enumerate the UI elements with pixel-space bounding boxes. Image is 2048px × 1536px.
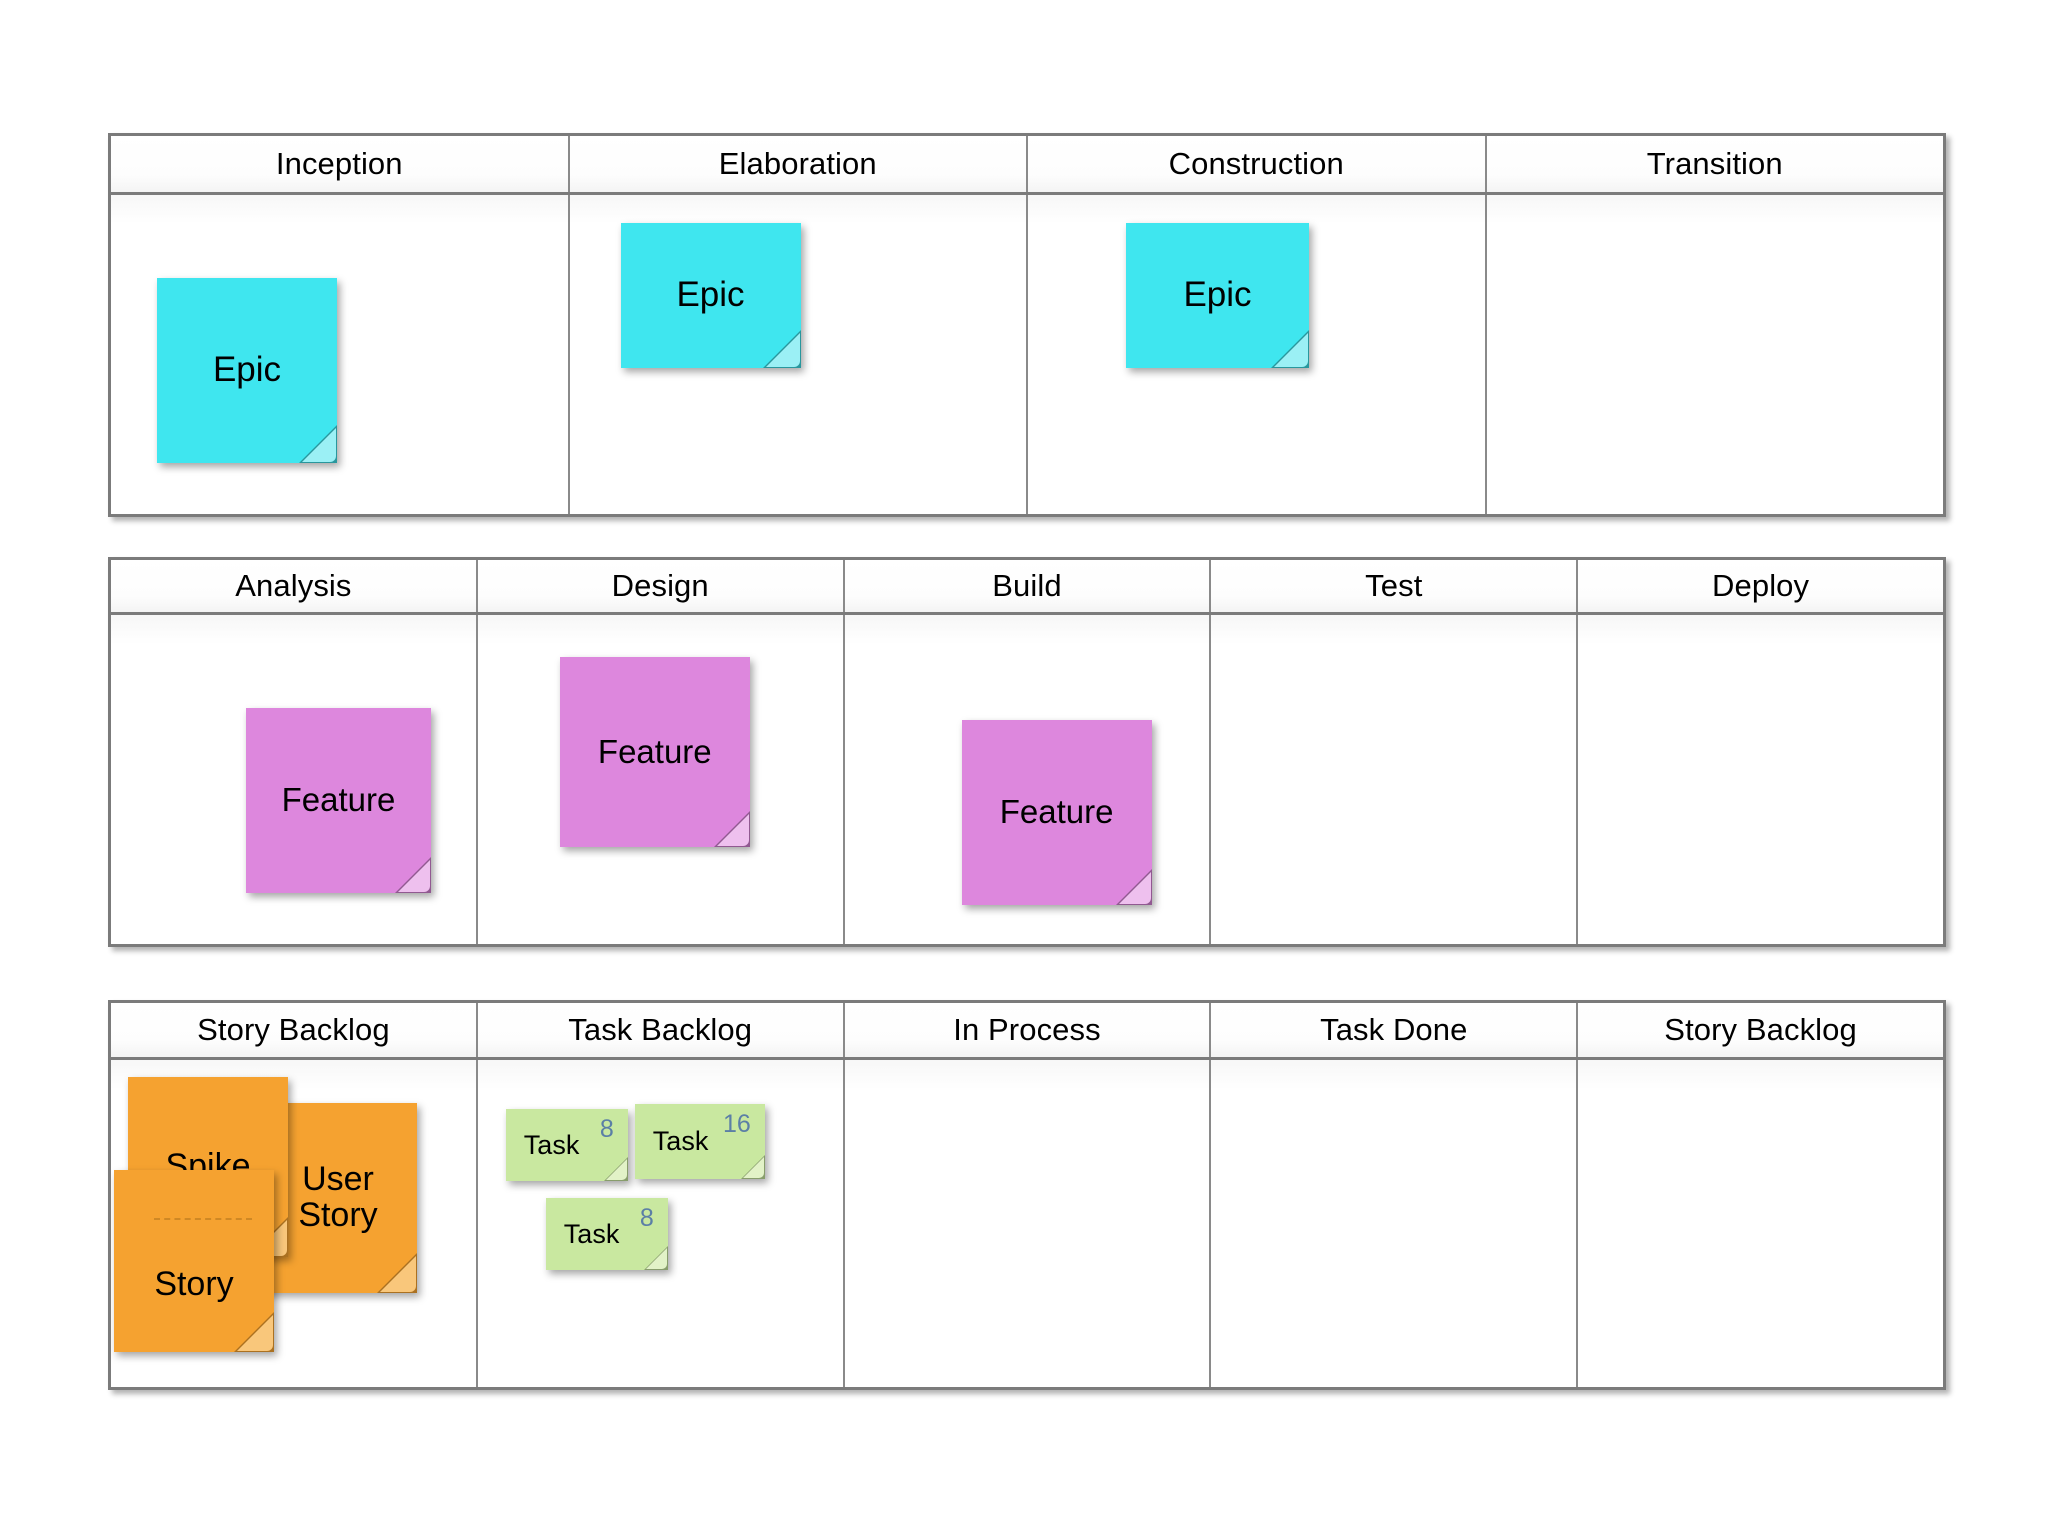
note-tear-line — [154, 1218, 252, 1220]
sticky-note-label: User Story — [298, 1160, 378, 1234]
sticky-note-label: Feature — [999, 793, 1114, 831]
sticky-note-label: Task — [652, 1126, 709, 1157]
column-body-deploy[interactable] — [1578, 615, 1943, 944]
column-body-build[interactable]: Feature — [844, 615, 1212, 944]
sticky-note-epic[interactable]: Epic — [157, 278, 337, 463]
column-header-story-backlog[interactable]: Story Backlog — [111, 1003, 478, 1057]
column-body-analysis[interactable]: Feature — [111, 615, 478, 944]
sticky-note-story[interactable]: Story — [114, 1170, 274, 1352]
column-body-inception[interactable]: Epic — [111, 195, 570, 514]
phases-header-row: Inception Elaboration Construction Trans… — [111, 136, 1943, 195]
column-header-task-backlog[interactable]: Task Backlog — [477, 1003, 845, 1057]
note-fold-corner-icon — [716, 814, 749, 846]
column-header-in-process[interactable]: In Process — [844, 1003, 1212, 1057]
sticky-note-feature[interactable]: Feature — [559, 657, 750, 847]
note-fold-corner-icon — [1274, 333, 1308, 367]
column-header-construction[interactable]: Construction — [1028, 136, 1487, 192]
workflow-header-row: Story Backlog Task Backlog In Process Ta… — [111, 1003, 1943, 1060]
column-body-task-done[interactable] — [1211, 1060, 1579, 1387]
column-header-test[interactable]: Test — [1211, 560, 1579, 612]
sticky-note-task[interactable]: Task 8 — [505, 1109, 628, 1181]
note-fold-corner-icon — [645, 1248, 667, 1269]
note-fold-corner-icon — [237, 1315, 273, 1351]
task-points-badge: 16 — [722, 1110, 751, 1138]
sticky-note-label: Feature — [597, 732, 712, 770]
sticky-note-label: Epic — [212, 350, 282, 390]
sticky-note-label: Task — [563, 1218, 620, 1249]
column-header-analysis[interactable]: Analysis — [111, 560, 478, 612]
sticky-note-label: Feature — [281, 781, 396, 819]
disciplines-header-row: Analysis Design Build Test Deploy — [111, 560, 1943, 615]
workflow-board: Story Backlog Task Backlog In Process Ta… — [108, 1000, 1946, 1390]
column-body-transition[interactable] — [1486, 195, 1943, 514]
note-fold-corner-icon — [302, 428, 336, 462]
sticky-note-label: Task — [523, 1129, 580, 1160]
column-body-story-backlog[interactable]: User Story Spike Story — [111, 1060, 478, 1387]
note-fold-corner-icon — [742, 1157, 764, 1178]
sticky-note-label: Epic — [1183, 275, 1252, 315]
column-body-story-backlog-right[interactable] — [1578, 1060, 1943, 1387]
column-header-story-backlog-right[interactable]: Story Backlog — [1578, 1003, 1943, 1057]
sticky-note-label: Epic — [676, 275, 745, 315]
task-points-badge: 8 — [599, 1115, 614, 1143]
workflow-body-row: User Story Spike Story Task 8 — [111, 1060, 1943, 1387]
column-header-elaboration[interactable]: Elaboration — [569, 136, 1028, 192]
column-header-inception[interactable]: Inception — [111, 136, 570, 192]
column-body-elaboration[interactable]: Epic — [569, 195, 1028, 514]
task-points-badge: 8 — [639, 1204, 654, 1232]
column-body-test[interactable] — [1211, 615, 1579, 944]
sticky-note-epic[interactable]: Epic — [620, 223, 801, 368]
column-header-deploy[interactable]: Deploy — [1578, 560, 1943, 612]
sticky-note-epic[interactable]: Epic — [1126, 223, 1309, 368]
note-fold-corner-icon — [380, 1256, 416, 1292]
note-fold-corner-icon — [398, 860, 430, 892]
disciplines-board: Analysis Design Build Test Deploy Featur… — [108, 557, 1946, 947]
sticky-note-label: Story — [154, 1265, 234, 1304]
sticky-note-task[interactable]: Task 16 — [634, 1104, 765, 1179]
sticky-note-task[interactable]: Task 8 — [545, 1198, 668, 1270]
column-body-task-backlog[interactable]: Task 8 Task 16 Task 8 — [477, 1060, 845, 1387]
note-fold-corner-icon — [605, 1159, 627, 1180]
note-fold-corner-icon — [1118, 872, 1151, 904]
column-body-construction[interactable]: Epic — [1028, 195, 1487, 514]
disciplines-body-row: Feature Feature Feature — [111, 615, 1943, 944]
column-body-in-process[interactable] — [844, 1060, 1212, 1387]
column-header-design[interactable]: Design — [477, 560, 845, 612]
sticky-note-feature[interactable]: Feature — [961, 720, 1152, 905]
column-body-design[interactable]: Feature — [477, 615, 845, 944]
phases-body-row: Epic Epic Epic — [111, 195, 1943, 514]
column-header-build[interactable]: Build — [844, 560, 1212, 612]
sticky-note-feature[interactable]: Feature — [246, 708, 431, 893]
phases-board: Inception Elaboration Construction Trans… — [108, 133, 1946, 517]
column-header-transition[interactable]: Transition — [1486, 136, 1943, 192]
note-fold-corner-icon — [765, 333, 800, 367]
column-header-task-done[interactable]: Task Done — [1211, 1003, 1579, 1057]
